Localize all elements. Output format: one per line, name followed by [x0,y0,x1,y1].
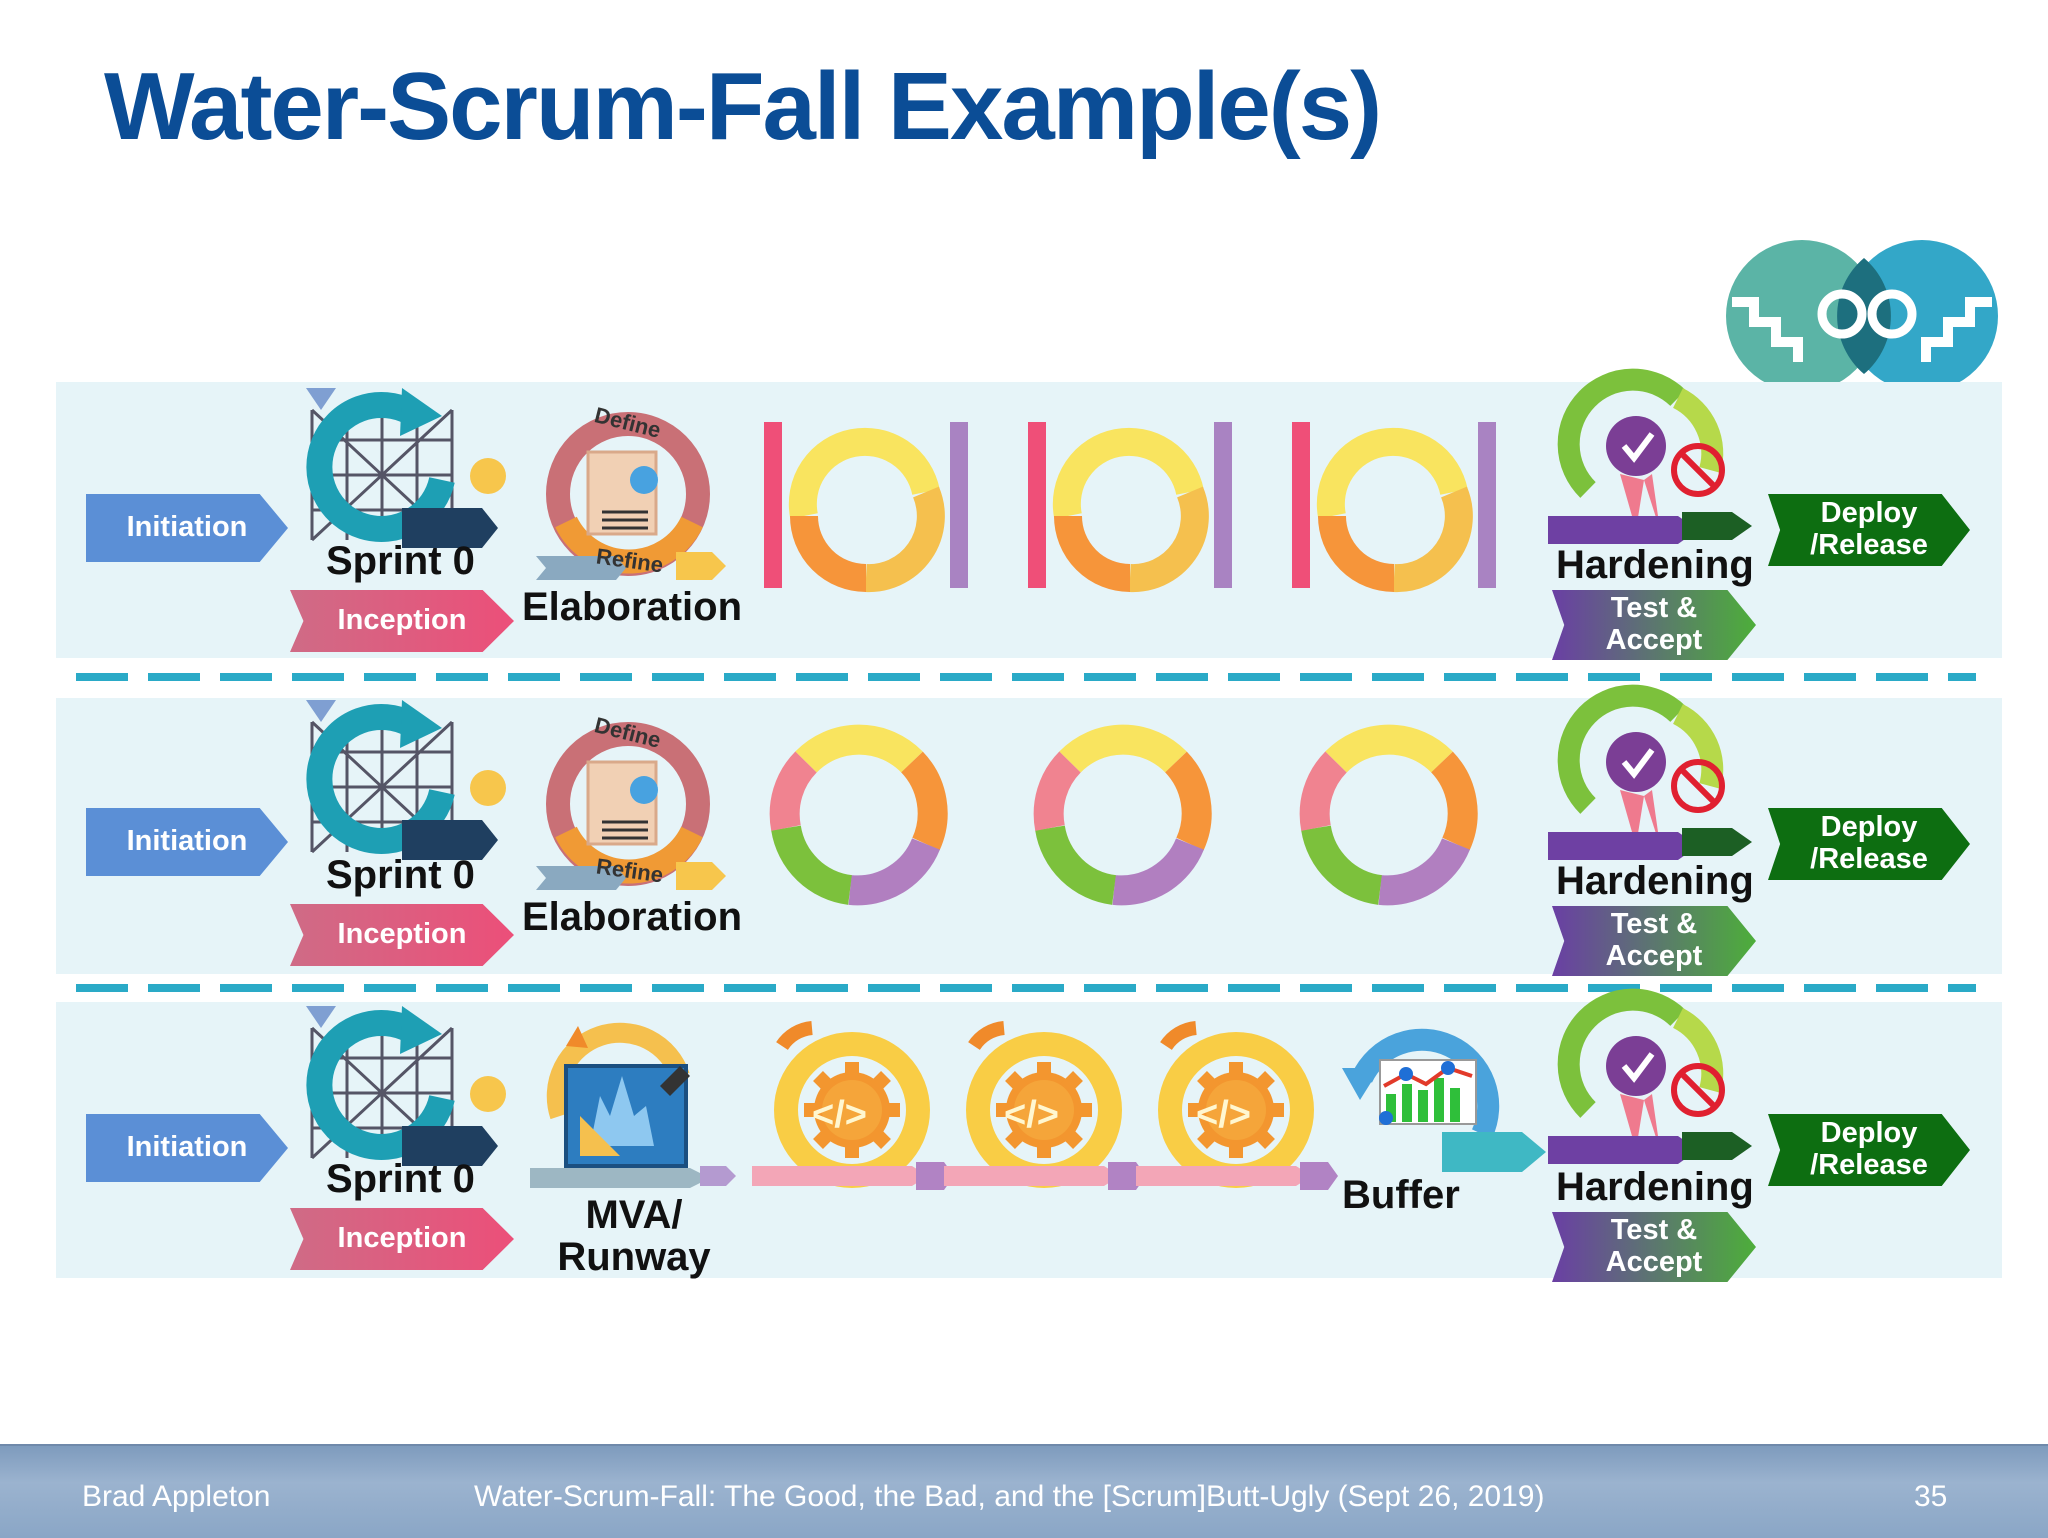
initiation-chevron: Initiation [86,1114,288,1182]
initiation-chevron: Initiation [86,494,288,562]
blueprint-icon [530,1022,736,1188]
buffer-chart-icon [1342,1028,1546,1172]
footer-author: Brad Appleton [82,1480,271,1513]
code-gear-cycle-icon [752,1021,954,1190]
test-accept-chevron: Test & Accept [1552,906,1756,976]
sprint-zero-label: Sprint 0 [326,539,475,583]
sprint-zero-label: Sprint 0 [326,1157,475,1201]
hardening-ribbon-icon [1548,368,1752,544]
sprint-cycle-icon [1033,724,1212,906]
deploy-release-chevron: Deploy /Release [1768,1114,1970,1186]
sprint-cycle-icon [769,724,948,906]
define-refine-cycle-icon [536,412,726,580]
scrum-loop-icon [306,388,506,548]
sprint-cycle-icon [1299,724,1478,906]
deploy-release-chevron: Deploy /Release [1768,494,1970,566]
footer-page-number: 35 [1914,1480,1948,1513]
code-tag-label: </> [1196,1094,1251,1136]
inception-chevron: Inception [290,590,514,652]
elaboration-label: Elaboration [522,585,743,629]
slide-footer: Brad Appleton Water-Scrum-Fall: The Good… [0,1444,2048,1538]
footer-talk-title: Water-Scrum-Fall: The Good, the Bad, and… [474,1480,1545,1513]
row-divider-1 [76,673,1976,681]
sprint-cycle-icon [1292,422,1496,593]
hardening-ribbon-icon [1548,684,1752,860]
scrum-loop-icon [306,700,506,860]
code-tag-label: </> [1004,1094,1059,1136]
hardening-ribbon-icon [1548,988,1752,1164]
mva-runway-label: MVA/ Runway [557,1193,711,1279]
test-accept-chevron: Test & Accept [1552,1212,1756,1282]
code-gear-cycle-icon [1136,1021,1338,1190]
hardening-label: Hardening [1556,859,1754,903]
define-refine-cycle-icon [536,722,726,890]
hardening-label: Hardening [1556,1165,1754,1209]
initiation-chevron: Initiation [86,808,288,876]
sprint-zero-label: Sprint 0 [326,853,475,897]
sprint-cycle-icon [1028,422,1232,593]
scrum-loop-icon [306,1006,506,1166]
inception-chevron: Inception [290,1208,514,1270]
test-accept-chevron: Test & Accept [1552,590,1756,660]
inception-chevron: Inception [290,904,514,966]
buffer-label: Buffer [1342,1173,1460,1217]
deploy-release-chevron: Deploy /Release [1768,808,1970,880]
row-divider-2 [76,984,1976,992]
code-tag-label: </> [812,1094,867,1136]
water-scrum-logo-icon [1726,240,1998,392]
slide-title: Water-Scrum-Fall Example(s) [104,53,1382,160]
hardening-label: Hardening [1556,543,1754,587]
sprint-cycle-icon [764,422,968,593]
elaboration-label: Elaboration [522,895,743,939]
